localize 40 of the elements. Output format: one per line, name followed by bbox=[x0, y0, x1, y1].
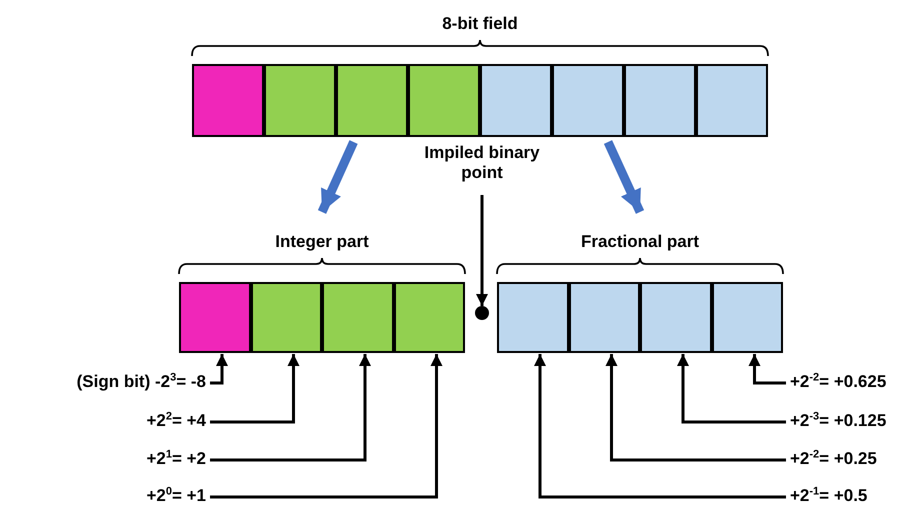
arrow bbox=[534, 354, 786, 498]
bit-cell bbox=[408, 64, 480, 137]
field-heading: Integer part bbox=[274, 232, 370, 252]
bit-cell bbox=[712, 282, 783, 353]
arrow bbox=[606, 354, 786, 462]
bit-cell bbox=[336, 64, 408, 137]
binary-point-dot bbox=[475, 306, 489, 320]
bit-weight-label: +2$^{-3}$= +0.125 bbox=[790, 411, 915, 433]
arrow bbox=[476, 195, 488, 306]
bit-weight-label: +2$^{-2}$= +0.25 bbox=[790, 449, 915, 471]
bit-cell bbox=[497, 282, 568, 353]
block-arrow bbox=[604, 140, 644, 214]
bit-cell bbox=[568, 282, 640, 353]
arrow bbox=[748, 354, 786, 384]
bit-cell bbox=[640, 282, 712, 353]
bit-cell bbox=[624, 64, 696, 137]
bit-cell bbox=[322, 282, 394, 353]
bit-weight-label: (Sign bit) -2$^{3}$= -8 bbox=[10, 372, 206, 394]
bit-cell bbox=[696, 64, 768, 137]
arrow bbox=[210, 354, 228, 384]
bit-weight-label: +2$^{1}$= +2 bbox=[10, 449, 206, 471]
field-heading: Fractional part bbox=[580, 232, 700, 252]
arrow bbox=[210, 354, 371, 462]
bit-cell bbox=[179, 282, 250, 353]
bit-cell bbox=[250, 282, 322, 353]
field-heading: 8-bit field bbox=[441, 14, 519, 34]
bit-cell bbox=[480, 64, 552, 137]
arrow bbox=[210, 354, 442, 498]
bit-cell bbox=[552, 64, 624, 137]
arrow bbox=[677, 354, 786, 424]
bit-weight-label: +2$^{2}$= +4 bbox=[10, 411, 206, 433]
bit-weight-label: +2$^{-1}$= +0.5 bbox=[790, 486, 915, 505]
annotation-text: Impiled binary point bbox=[424, 143, 540, 189]
bit-weight-label: +2$^{0}$= +1 bbox=[10, 486, 206, 505]
arrow bbox=[210, 354, 300, 424]
bit-cell bbox=[264, 64, 336, 137]
bit-weight-label: +2$^{-2}$= +0.625 bbox=[790, 372, 915, 394]
block-arrow bbox=[318, 140, 358, 214]
bit-cell bbox=[192, 64, 264, 137]
bit-cell bbox=[394, 282, 465, 353]
